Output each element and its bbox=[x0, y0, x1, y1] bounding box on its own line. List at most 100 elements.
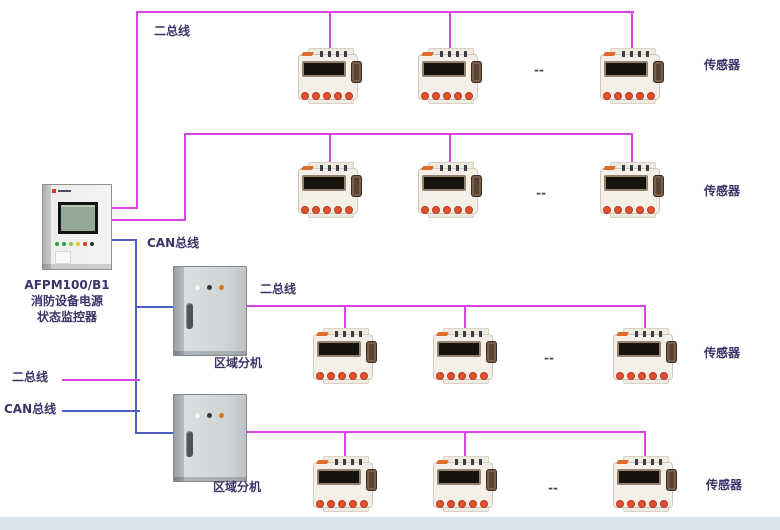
cabinet-handle bbox=[186, 431, 193, 457]
sensor-buttons bbox=[616, 500, 668, 508]
main-panel-label: AFPM100/B1 消防设备电源 状态监控器 bbox=[12, 277, 122, 325]
sensor-terminals bbox=[455, 459, 482, 465]
cabinet-base bbox=[174, 477, 246, 481]
sensor-display bbox=[317, 341, 361, 357]
sensor-brand-icon bbox=[421, 52, 434, 56]
legend-two-bus-line bbox=[62, 379, 140, 381]
cabinet-led-indicators bbox=[195, 413, 224, 418]
can-bus-branch-2 bbox=[135, 432, 174, 434]
sensor-display bbox=[437, 341, 481, 357]
sensor-connector bbox=[653, 175, 664, 197]
sensor-module bbox=[600, 48, 664, 104]
two-bus-drop bbox=[644, 431, 646, 458]
two-bus-line-1 bbox=[137, 11, 634, 13]
sensor-connector bbox=[666, 341, 677, 363]
sensor-brand-icon bbox=[616, 460, 629, 464]
sensor-display bbox=[422, 175, 466, 191]
sensor-buttons bbox=[603, 206, 655, 214]
sensor-display bbox=[302, 61, 346, 77]
sensor-brand-icon bbox=[603, 52, 616, 56]
sensor-connector bbox=[486, 469, 497, 491]
sensor-buttons bbox=[603, 92, 655, 100]
sensor-display bbox=[302, 175, 346, 191]
sensor-terminals bbox=[320, 165, 347, 171]
two-bus-drop bbox=[644, 305, 646, 330]
two-bus-line-1-panel-stub bbox=[109, 207, 138, 209]
sensor-module bbox=[313, 328, 377, 384]
more-devices-ellipsis: -- bbox=[534, 63, 544, 77]
sensor-terminals bbox=[622, 51, 649, 57]
cabinet-led-indicators bbox=[195, 285, 224, 290]
sensor-terminals bbox=[455, 331, 482, 337]
sensor-brand-icon bbox=[421, 166, 434, 170]
sensor-connector bbox=[471, 61, 482, 83]
panel-led-indicators bbox=[55, 242, 94, 246]
legend-can-bus-label: CAN总线 bbox=[4, 402, 57, 416]
sensor-connector bbox=[653, 61, 664, 83]
sensor-module bbox=[298, 162, 362, 218]
sensor-display bbox=[317, 469, 361, 485]
sensor-brand-icon bbox=[603, 166, 616, 170]
sensor-terminals bbox=[335, 331, 362, 337]
sensor-buttons bbox=[421, 206, 473, 214]
sensor-connector bbox=[471, 175, 482, 197]
sensor-terminals bbox=[635, 331, 662, 337]
sensor-connector bbox=[366, 469, 377, 491]
sensor-terminals bbox=[622, 165, 649, 171]
cabinet-handle bbox=[186, 303, 193, 329]
two-bus-line-4 bbox=[246, 431, 646, 433]
main-monitor-cabinet bbox=[42, 184, 112, 270]
sensor-label: 传感器 bbox=[704, 58, 741, 72]
main-panel-model: AFPM100/B1 bbox=[24, 278, 110, 292]
sensor-module bbox=[433, 456, 497, 512]
sensor-connector bbox=[666, 469, 677, 491]
sensor-brand-icon bbox=[436, 460, 449, 464]
sensor-connector bbox=[366, 341, 377, 363]
panel-display-screen bbox=[58, 202, 98, 234]
brand-logo-icon bbox=[52, 189, 72, 193]
sensor-brand-icon bbox=[316, 332, 329, 336]
sensor-brand-icon bbox=[301, 166, 314, 170]
sensor-module bbox=[418, 162, 482, 218]
two-bus-drop bbox=[329, 11, 331, 50]
sensor-module bbox=[600, 162, 664, 218]
sensor-module bbox=[418, 48, 482, 104]
sensor-connector bbox=[351, 175, 362, 197]
two-bus-drop bbox=[631, 133, 633, 164]
sensor-display bbox=[604, 175, 648, 191]
can-bus-riser bbox=[135, 239, 137, 434]
sensor-module bbox=[433, 328, 497, 384]
panel-name-tag bbox=[55, 251, 71, 264]
sensor-terminals bbox=[320, 51, 347, 57]
sensor-buttons bbox=[436, 372, 488, 380]
legend-two-bus-label: 二总线 bbox=[12, 370, 49, 384]
sensor-buttons bbox=[421, 92, 473, 100]
two-bus-label-top: 二总线 bbox=[154, 24, 191, 38]
sensor-buttons bbox=[316, 500, 368, 508]
two-bus-line-3 bbox=[244, 305, 646, 307]
two-bus-drop bbox=[464, 431, 466, 458]
sensor-display bbox=[437, 469, 481, 485]
sensor-brand-icon bbox=[616, 332, 629, 336]
two-bus-drop bbox=[449, 11, 451, 50]
sensor-buttons bbox=[616, 372, 668, 380]
floor-strip bbox=[0, 517, 780, 530]
panel-base bbox=[43, 264, 111, 269]
sensor-label: 传感器 bbox=[704, 346, 741, 360]
sensor-connector bbox=[486, 341, 497, 363]
two-bus-drop bbox=[344, 305, 346, 330]
sensor-module bbox=[313, 456, 377, 512]
sensor-display bbox=[617, 341, 661, 357]
sensor-label: 传感器 bbox=[706, 478, 743, 492]
sensor-terminals bbox=[635, 459, 662, 465]
sensor-label: 传感器 bbox=[704, 184, 741, 198]
sensor-module bbox=[613, 456, 677, 512]
sensor-module bbox=[298, 48, 362, 104]
cabinet-base bbox=[174, 351, 246, 355]
two-bus-label-branch: 二总线 bbox=[260, 282, 297, 296]
sensor-buttons bbox=[436, 500, 488, 508]
regional-extension-cabinet-1 bbox=[173, 266, 247, 356]
two-bus-drop bbox=[344, 431, 346, 458]
more-devices-ellipsis: -- bbox=[536, 186, 546, 200]
